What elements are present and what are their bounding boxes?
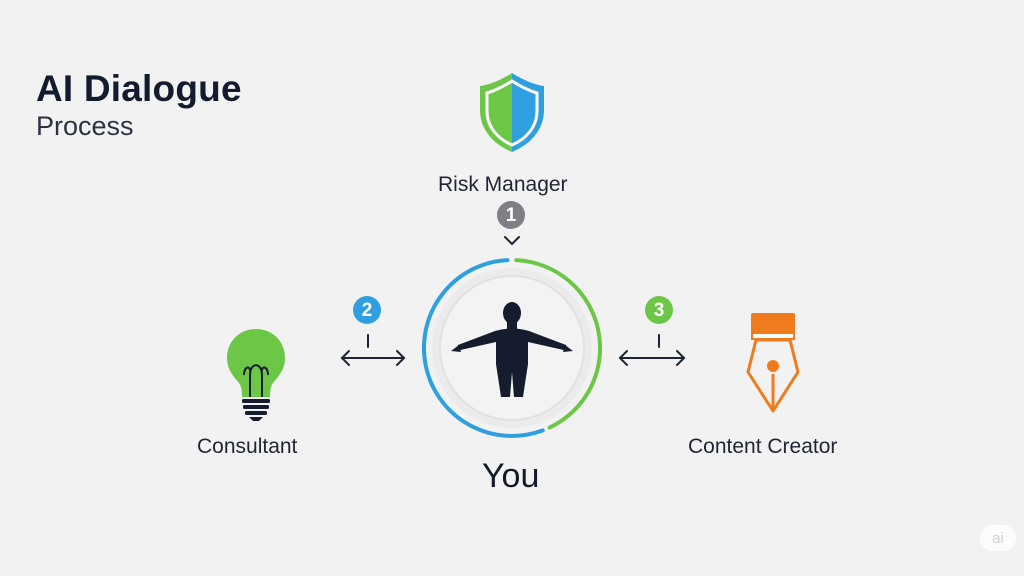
shield-icon: [480, 73, 544, 152]
you-label: You: [482, 457, 540, 495]
page-subtitle: Process: [36, 111, 134, 141]
step-badge-2: 2: [353, 296, 381, 324]
consultant-label: Consultant: [197, 435, 298, 458]
fountain-pen-icon: [746, 313, 800, 413]
double-arrow-left: [340, 334, 406, 366]
watermark-logo: ai: [980, 525, 1016, 551]
step-badge-1: 1: [497, 201, 525, 229]
page-title: AI Dialogue: [36, 68, 242, 109]
ring-arc-green: [514, 258, 603, 430]
step-badge-3: 3: [645, 296, 673, 324]
content-creator-label: Content Creator: [688, 435, 838, 458]
risk-manager-label: Risk Manager: [438, 173, 568, 196]
person-icon: [451, 302, 573, 397]
lightbulb-icon: [227, 329, 285, 421]
chevron-down-icon: [504, 236, 520, 246]
double-arrow-right: [618, 334, 686, 366]
ring-arc-blue: [421, 258, 545, 438]
